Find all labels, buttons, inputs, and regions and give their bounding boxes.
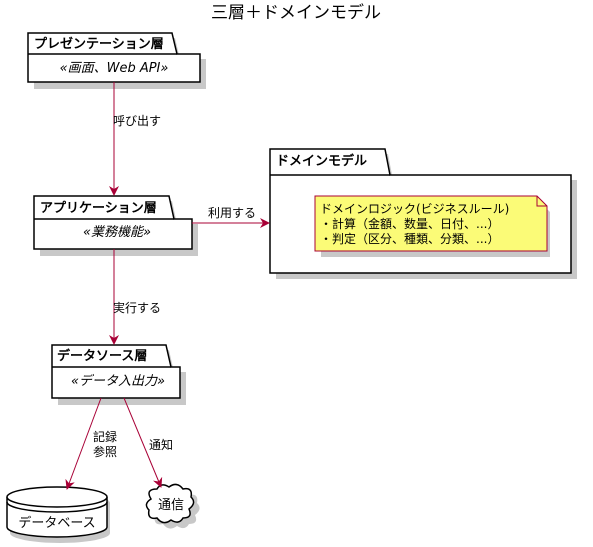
domain-logic-note: ドメインロジック(ビジネスルール) ・計算（金額、数量、日付、...） ・判定（…: [314, 195, 550, 257]
domain-model-package: ドメインモデル ドメインロジック(ビジネスルール) ・計算（金額、数量、日付、.…: [269, 148, 577, 279]
domain-model-name: ドメインモデル: [276, 153, 367, 169]
edge-record-label-1: 記録: [93, 429, 117, 444]
database-label: データベース: [18, 515, 95, 531]
edge-notify-label: 通知: [149, 438, 173, 452]
application-layer-name: アプリケーション層: [40, 201, 157, 216]
edge-record: [65, 397, 102, 490]
edge-use-label: 利用する: [208, 206, 256, 220]
edge-record-label-2: 参照: [93, 444, 117, 459]
datasource-layer: データソース層 «データ入出力»: [51, 344, 186, 405]
edge-notify: [123, 397, 163, 488]
application-layer-stereotype: «業務機能»: [83, 225, 151, 240]
presentation-layer-name: プレゼンテーション層: [34, 36, 164, 52]
edges: 呼び出す 利用する 実行する 記録 参照 通知: [65, 82, 270, 490]
database-node: データベース: [6, 486, 110, 543]
presentation-layer: プレゼンテーション層 «画面、Web API»: [27, 32, 206, 89]
note-line-1: ドメインロジック(ビジネスルール): [320, 202, 509, 216]
datasource-layer-name: データソース層: [57, 348, 147, 364]
application-layer: アプリケーション層 «業務機能»: [33, 195, 198, 256]
datasource-layer-stereotype: «データ入出力»: [71, 373, 165, 389]
edge-execute-label: 実行する: [113, 300, 161, 315]
note-line-3: ・判定（区分、種類、分類、...）: [320, 231, 499, 246]
network-label: 通信: [158, 498, 184, 513]
diagram-title: 三層＋ドメインモデル: [211, 2, 381, 23]
note-line-2: ・計算（金額、数量、日付、...）: [320, 216, 499, 231]
edge-call-label: 呼び出す: [113, 114, 161, 128]
presentation-layer-stereotype: «画面、Web API»: [60, 61, 169, 76]
network-cloud-node: 通信: [145, 483, 200, 529]
